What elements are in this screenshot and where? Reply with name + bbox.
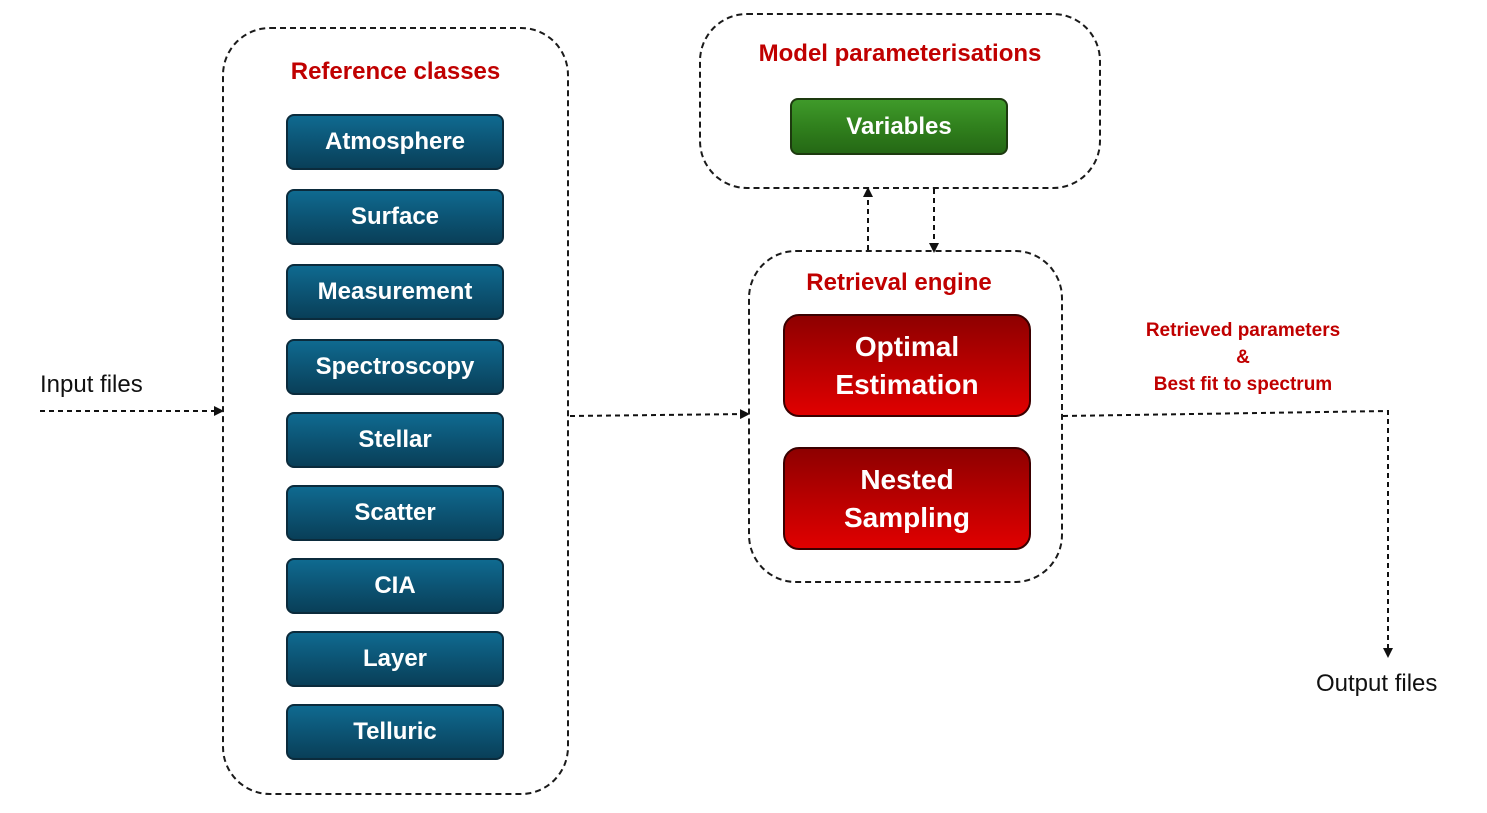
variables-box: Variables: [790, 98, 1008, 155]
reference-classes-title: Reference classes: [290, 58, 501, 85]
retrieval-engine-title: Retrieval engine: [806, 269, 992, 296]
class-surface: Surface: [286, 189, 504, 245]
class-atmosphere: Atmosphere: [286, 114, 504, 170]
class-scatter: Scatter: [286, 485, 504, 541]
class-stellar: Stellar: [286, 412, 504, 468]
class-layer: Layer: [286, 631, 504, 687]
optimal-estimation-box: Optimal Estimation: [783, 314, 1031, 417]
model-parameterisations-group: [699, 13, 1101, 189]
nested-sampling-line-2: Sampling: [843, 501, 970, 533]
output-note-line-2: &: [1236, 347, 1250, 368]
output-note-line-1: Retrieved parameters: [1145, 320, 1341, 341]
engine-to-output-arrow: [1062, 409, 1393, 658]
reference-classes-group: [222, 27, 569, 795]
output-note-line-3: Best fit to spectrum: [1153, 374, 1333, 395]
class-telluric: Telluric: [286, 704, 504, 760]
model-parameterisations-title: Model parameterisations: [758, 40, 1042, 67]
retrieval-engine-group: [748, 250, 1063, 583]
class-spectroscopy: Spectroscopy: [286, 339, 504, 395]
class-cia: CIA: [286, 558, 504, 614]
nested-sampling-box: Nested Sampling: [783, 447, 1031, 550]
class-measurement: Measurement: [286, 264, 504, 320]
optimal-estimation-line-1: Optimal: [854, 330, 960, 362]
nested-sampling-line-1: Nested: [860, 463, 954, 495]
input-files-label: Input files: [40, 371, 143, 398]
optimal-estimation-line-2: Estimation: [835, 368, 979, 400]
output-files-label: Output files: [1316, 670, 1438, 697]
reference-to-engine-arrow: [569, 409, 750, 420]
